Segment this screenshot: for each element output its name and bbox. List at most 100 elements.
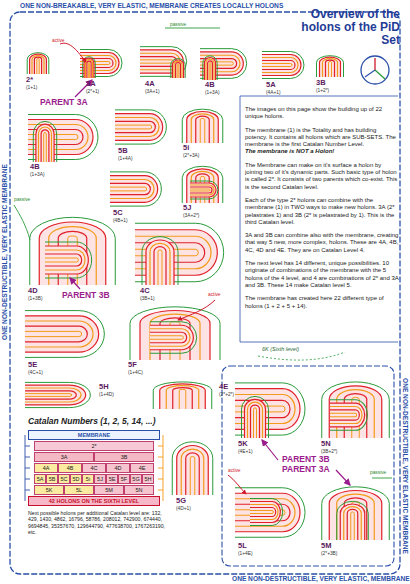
description-text: The images on this page show the buildin… (245, 106, 400, 121)
drawing-part (336, 470, 350, 485)
cell-text: 5A (37, 476, 44, 482)
parent-label: PARENT 3A (282, 465, 330, 474)
cell-text: 5N (135, 487, 142, 493)
cell-text: 4E (139, 465, 146, 471)
drawing-part (25, 311, 104, 358)
membrane-text: ONE NON-DESTRUCTIBLE, VERY ELASTIC, MEMB… (232, 575, 410, 583)
holon-name: 5M (321, 542, 331, 550)
catalan-cell: 5K (34, 485, 64, 495)
drawing-part (337, 501, 369, 540)
description-text: The next level has 14 different, unique … (245, 260, 400, 289)
holon-name: 5H (99, 383, 109, 391)
drawing-part (361, 56, 389, 84)
catalan-cell: MEMBRANE (28, 430, 160, 440)
drawing-part (372, 478, 392, 479)
drawing-part (70, 278, 80, 289)
note-text: Next possible holons per additional Cata… (28, 510, 166, 536)
drawing-part (158, 446, 163, 490)
drawing-part (25, 382, 90, 407)
description-text: The membrane is NOT a Holon! (245, 148, 400, 155)
clock-icon (361, 56, 389, 84)
membrane-text: ONE NON-DESTRUCTIBLE, VERY ELASTIC MEMBR… (401, 378, 409, 554)
drawing-part (262, 52, 304, 79)
description-text: The Membrane can make on it's surface a … (245, 162, 400, 191)
holon-name: 5K (238, 440, 248, 448)
catalan-cell: 5i (82, 474, 94, 484)
catalan-cell: 5L (64, 485, 94, 495)
catalan-cell: 2* (34, 441, 154, 451)
text-column: The images on this page show the buildin… (245, 100, 400, 310)
holon-formula: (4B+1) (113, 218, 128, 224)
active-label: active (52, 38, 65, 44)
catalan-cell: 4B (58, 463, 82, 473)
holon-formula: (3A+2*) (183, 213, 199, 219)
membrane-text: ONE NON-BREAKABLE, VERY ELASTIC, MEMBRAN… (20, 2, 283, 10)
catalan-cell: 5J (94, 474, 106, 484)
drawing-part (25, 446, 30, 490)
holon-formula: (1+4C) (128, 370, 143, 376)
holon-formula: (1+1) (26, 85, 37, 91)
holon-name: 5E (28, 361, 37, 369)
level-note: 6K (Sixth level) (262, 346, 299, 352)
catalan-cell: 3A (34, 452, 94, 462)
description-text: Each of the type 2* holons can combine w… (245, 197, 400, 226)
catalan-cell: 4D (106, 463, 130, 473)
holon-formula: (1+4A) (118, 156, 133, 162)
drawing-part (153, 382, 212, 409)
page-title: Overview of the holons of the PiD Set (282, 8, 400, 47)
drawing-part (27, 53, 49, 74)
holon-formula: (1+2*) (316, 88, 329, 94)
drawing-part (60, 43, 86, 62)
holon-name: 4C (140, 287, 150, 295)
holon-name: 2* (26, 76, 33, 84)
holon-name: 3B (316, 79, 326, 87)
cell-text: 5C (60, 476, 67, 482)
holon-name: 4B (205, 81, 215, 89)
holon-formula: (1+4E) (238, 551, 253, 557)
cell-text: 4A (43, 465, 50, 471)
holon-formula: (2*+3A) (183, 153, 199, 159)
drawing-part (110, 172, 161, 206)
drawing-part (10, 12, 400, 574)
drawing-part (228, 475, 246, 494)
catalan-cell: 5E (106, 474, 118, 484)
holon-drawings (25, 47, 389, 540)
holon-name: 5B (118, 147, 128, 155)
active-label: active (208, 292, 221, 298)
drawing-part (317, 56, 344, 77)
drawing-part (172, 442, 213, 495)
cell-text: 4B (67, 465, 74, 471)
drawing-part (242, 396, 269, 438)
catalan-cell: 5A (34, 474, 46, 484)
holon-formula: (1+3B) (28, 296, 43, 302)
cell-text: 5E (109, 476, 116, 482)
holon-name: 5F (128, 361, 137, 369)
holon-formula: (3B+1) (140, 296, 155, 302)
cell-text: 4C (90, 465, 97, 471)
holon-formula: (1+3A) (30, 172, 45, 178)
holon-name: 5J (183, 204, 191, 212)
holon-name: 4B (30, 163, 40, 171)
drawing-part (322, 487, 390, 540)
cell-text: 3A (61, 454, 68, 460)
holon-name: 4A (145, 80, 155, 88)
parent-label: PARENT 3A (40, 98, 88, 107)
drawing-part (182, 166, 223, 203)
drawing-part (33, 121, 56, 162)
catalan-cell: 5M (94, 485, 124, 495)
cell-text: 3B (121, 454, 128, 460)
holon-name: 5G (176, 497, 186, 505)
catalan-cell: 5F (118, 474, 130, 484)
drawing-part (165, 28, 220, 29)
drawing-part (250, 499, 283, 526)
description-text: The membrane has created here 22 differe… (245, 295, 400, 310)
drawing-part (142, 237, 178, 285)
drawing-part (258, 352, 345, 360)
passive-label: passive (14, 197, 30, 203)
catalan-cell: 5G (130, 474, 142, 484)
drawing-part (30, 217, 116, 285)
drawing-part (222, 366, 394, 566)
cell-text: 2* (91, 443, 96, 449)
cell-text: 5D (72, 476, 79, 482)
